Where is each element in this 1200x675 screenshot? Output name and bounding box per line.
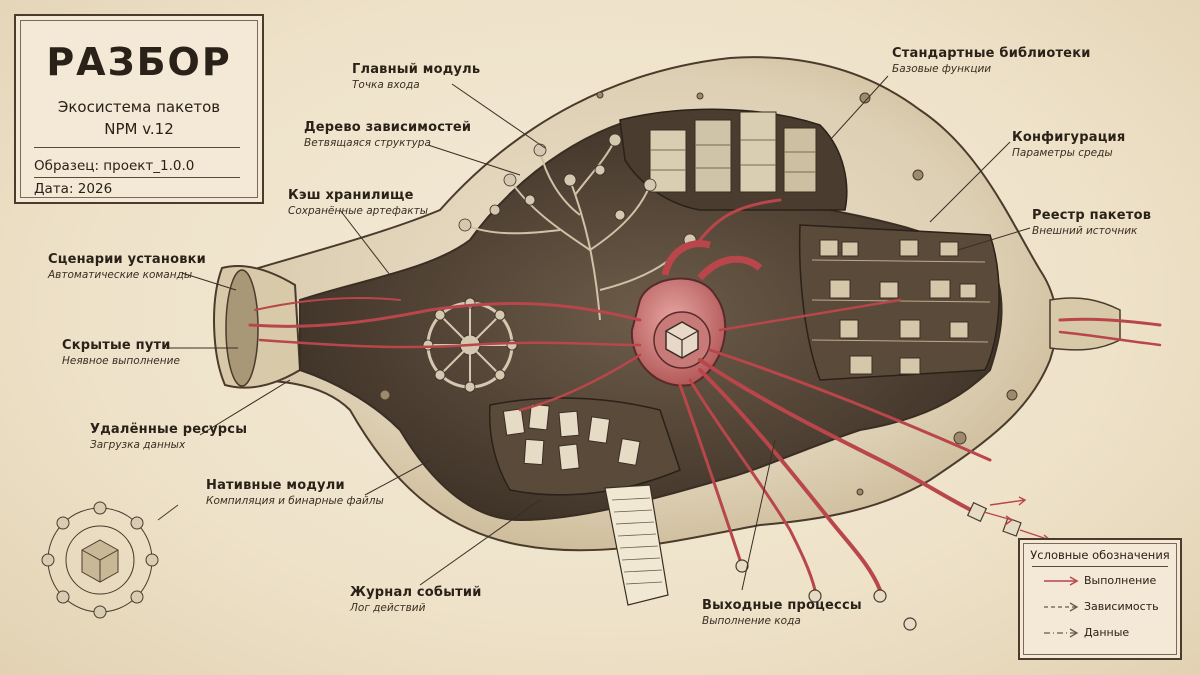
label-hidden-paths: Скрытые пути Неявное выполнение: [62, 338, 180, 367]
label-install-scripts: Сценарии установки Автоматические команд…: [48, 252, 206, 281]
execution-vessels: [248, 198, 1162, 592]
registry-shelves: [811, 239, 991, 375]
label-cache-storage: Кэш хранилище Сохранённые артефакты: [288, 188, 429, 217]
label-package-registry: Реестр пакетов Внешний источник: [1032, 208, 1152, 237]
legend-item-dependency: Зависимость: [1084, 600, 1159, 613]
label-configuration: Конфигурация Параметры среды: [1012, 130, 1126, 159]
leader-lines: [166, 75, 1031, 591]
legend-swatch-execution: [1044, 576, 1079, 586]
tree-nodes: [458, 133, 697, 247]
label-remote-resources: Удалённые ресурсы Загрузка данных: [90, 422, 248, 451]
subtitle-ecosystem: Экосистема пакетов: [57, 98, 221, 116]
page-title: РАЗБОР: [46, 40, 232, 84]
label-dependency-tree: Дерево зависимостей Ветвящаяся структура: [304, 120, 472, 149]
sample-field: Образец: проект_1.0.0: [34, 158, 195, 174]
legend-swatch-data: [1044, 628, 1079, 638]
date-field: Дата: 2026: [34, 181, 113, 197]
main-module-heart: [630, 240, 763, 387]
legend-swatch-dependency: [1044, 602, 1079, 612]
subtitle-version: NPM v.12: [104, 120, 174, 138]
label-event-log: Журнал событий Лог действий: [350, 585, 482, 614]
legend-title: Условные обозначения: [1030, 548, 1170, 562]
cube-emblem: [41, 501, 179, 619]
log-sheets: [502, 403, 641, 471]
divider: [34, 147, 240, 148]
shell-rivets: [379, 91, 1018, 496]
title-card: РАЗБОР Экосистема пакетов NPM v.12 Образ…: [14, 14, 264, 204]
legend-item-data: Данные: [1084, 626, 1130, 639]
output-nozzle: [1049, 297, 1121, 351]
label-standard-libraries: Стандартные библиотеки Базовые функции: [892, 46, 1091, 75]
legend-item-execution: Выполнение: [1084, 574, 1157, 587]
divider: [34, 177, 240, 178]
legend-swatches: [1044, 576, 1079, 638]
label-output-processes: Выходные процессы Выполнение кода: [702, 598, 862, 627]
log-scroll: [604, 484, 669, 606]
label-main-module: Главный модуль Точка входа: [352, 62, 481, 91]
legend: Условные обозначения Выполнение Зависимо…: [1018, 538, 1182, 660]
library-cylinders: [649, 111, 817, 193]
legend-divider: [1032, 566, 1168, 567]
label-native-modules: Нативные модули Компиляция и бинарные фа…: [206, 478, 384, 507]
